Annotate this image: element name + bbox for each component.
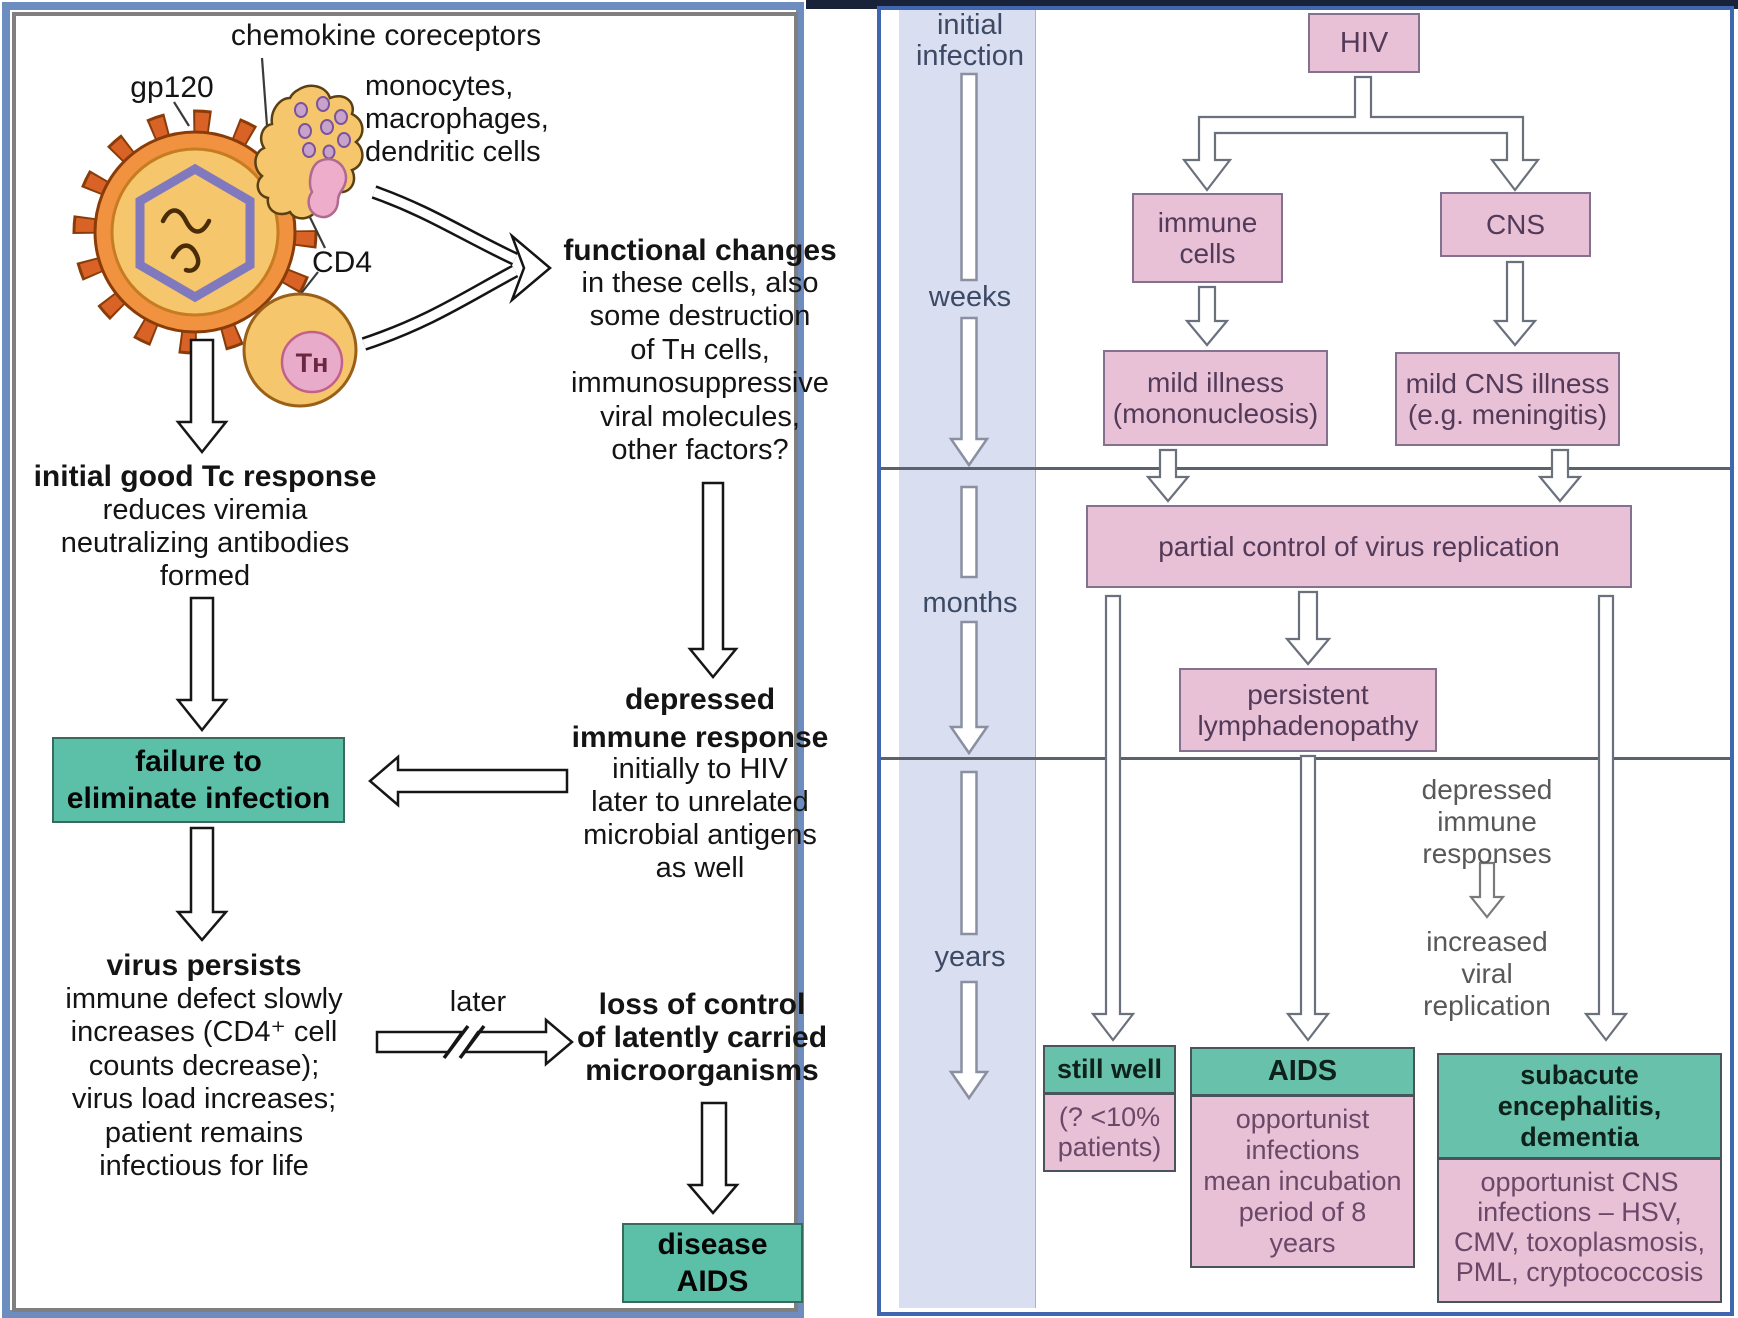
persistent-lymphadenopathy-box: persistent lymphadenopathy [1179,668,1437,752]
still-well-body: (? <10% patients) [1057,1102,1162,1162]
increased-viral-replication-note: increased viral replication [1423,926,1551,1021]
virus-persists-title: virus persists [106,949,302,982]
cd4-label: CD4 [311,246,373,279]
partial-control-box: partial control of virus replication [1086,505,1632,588]
virus-persists-body: immune defect slowly increases (CD4⁺ cel… [65,983,343,1183]
subacute-encephalitis-box: subacute encephalitis, dementia opportun… [1437,1053,1722,1303]
timeline-years: years [934,941,1006,973]
depressed-immune-title: depressed immune response [571,683,829,754]
still-well-title: still well [1045,1047,1174,1095]
aids-title: AIDS [1192,1049,1413,1097]
mild-cns-illness-box: mild CNS illness (e.g. meningitis) [1395,352,1620,446]
subacute-title: subacute encephalitis, dementia [1439,1055,1720,1160]
divider-weeks-months [881,467,1730,470]
functional-changes-title: functional changes [563,234,837,267]
th-cell-label: Tʜ [295,348,329,378]
depressed-immune-responses-note: depressed immune responses [1421,774,1553,869]
gp120-label: gp120 [130,71,214,104]
timeline-weeks: weeks [928,281,1012,313]
timeline-column [899,10,1036,1308]
loss-of-control-title: loss of control of latently carried micr… [576,988,828,1087]
cns-box: CNS [1440,192,1591,257]
initial-tc-response-title: initial good Tc response [33,460,377,493]
aids-box: AIDS opportunist infections mean incubat… [1190,1047,1415,1268]
timeline-months: months [922,587,1018,619]
mild-illness-box: mild illness (mononucleosis) [1103,350,1328,446]
target-cells-list: monocytes, macrophages, dendritic cells [365,70,549,168]
later-label: later [449,986,507,1018]
chemokine-coreceptors-label: chemokine coreceptors [230,19,542,52]
disease-aids-box: disease AIDS [622,1223,803,1303]
hiv-box: HIV [1308,13,1420,73]
timeline-initial-infection: initial infection [915,9,1025,72]
functional-changes-body: in these cells, also some destruction of… [571,267,829,467]
depressed-immune-body: initially to HIV later to unrelated micr… [583,753,817,884]
failure-to-eliminate-box: failure to eliminate infection [52,737,345,823]
divider-months-years [881,757,1730,760]
aids-body: opportunist infections mean incubation p… [1203,1104,1402,1258]
still-well-box: still well (? <10% patients) [1043,1045,1176,1172]
initial-tc-response-body: reduces viremia neutralizing antibodies … [60,494,350,592]
subacute-body: opportunist CNS infections – HSV, CMV, t… [1453,1167,1706,1287]
top-dark-strip [806,0,1738,9]
immune-cells-box: immune cells [1132,193,1283,283]
